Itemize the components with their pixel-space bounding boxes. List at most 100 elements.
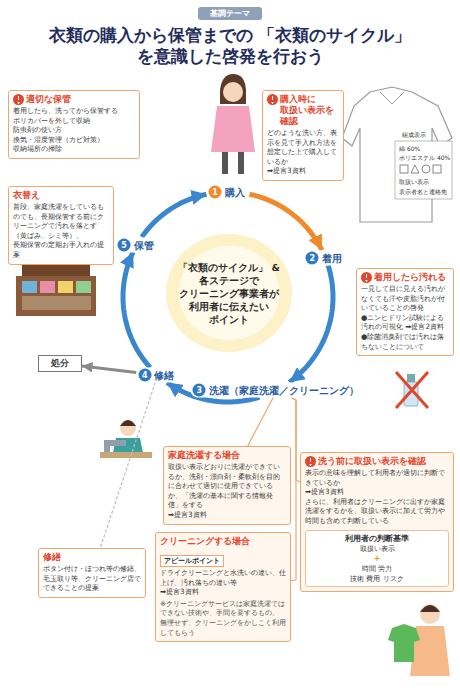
box-text: 表示の意味を理解して利用者が適切に判断できているか (305, 468, 449, 487)
cross-mark (396, 372, 428, 408)
criteria-item: 取扱い表示 (308, 544, 446, 554)
box-text: ➡提言3資料 (267, 166, 339, 176)
stage-number: 5 (118, 238, 131, 251)
box-text: ポリカバーを外して収納 (13, 116, 135, 126)
box-text: ドライクリーニングと水洗いの違い、仕上げ、汚れ落ちの違い等 (160, 568, 286, 587)
stage-name: 保管 (134, 238, 154, 251)
box-text: ➡提言3資料 (305, 487, 449, 497)
dispose-box: 処分 (38, 355, 82, 372)
callout-box: 着用したら汚れる一見して目に見える汚れがなくても汗や皮脂汚れが付いていることの啓… (356, 268, 454, 356)
green-shirt (388, 624, 420, 662)
cycle-arrow (123, 252, 150, 368)
label-text: 組成表示 (402, 131, 426, 139)
box-text: ●除菌消臭剤では汚れは落ちないことについて (361, 332, 449, 351)
cycle-arrow (289, 265, 333, 382)
box-heading: 購入時に 取扱い表示を確認 (267, 94, 339, 127)
label-text: ポリエステル 40% (399, 154, 450, 162)
stage-name: 購入 (225, 186, 245, 199)
folded-clothes (22, 281, 37, 293)
box-text: どのような洗い方、表示を見て手入れ方法を想定した上で購入しているか (267, 128, 339, 166)
girl-leg (238, 152, 244, 174)
center-text: 「衣類のサイクル」 & 各ステージで クリーニング事業者が 利用者に伝えたい ポ… (174, 261, 284, 326)
stage-label: 4修繕 (136, 368, 179, 383)
care-symbol (433, 165, 441, 173)
box-text: 取扱い表示どおりに洗濯ができているか、洗剤・漂白剤・柔軟剤を目的に合わせて適切に… (168, 462, 286, 510)
folded-clothes (76, 281, 91, 293)
criteria-item: 時間 労力 (308, 564, 446, 574)
trunk-body (16, 276, 96, 316)
stage-number: 1 (209, 186, 222, 199)
box-text: 一見して目に見える汚れがなくても汗や皮脂汚れが付いていることの啓発 (361, 284, 449, 313)
sewer-hair (120, 420, 136, 426)
girl-hair (220, 74, 246, 104)
center-circle: 「衣類のサイクル」 & 各ステージで クリーニング事業者が 利用者に伝えたい ポ… (166, 234, 292, 352)
label-text: 綿 60% (399, 145, 420, 153)
stage-number: 2 (306, 251, 319, 264)
criteria-item: 技術 費用 リスク (308, 574, 446, 584)
label-text: 表示者名と連絡先 (399, 188, 447, 196)
box-heading: 家庭洗濯する場合 (168, 450, 286, 461)
label-text: 取扱い表示 (399, 178, 429, 186)
box-text: 防虫剤の使い方 (13, 125, 135, 135)
callout-box: 適切な保管着用したら、洗ってから保管するポリカバーを外して収納防虫剤の使い方換気… (8, 90, 140, 159)
cycle-arrow (250, 194, 322, 250)
tag-text: アピールポイント (164, 556, 220, 566)
box-text: 長期保管の定期お手入れの提案 (13, 240, 109, 259)
box-text: 普段、家庭洗濯をしているものでも、長期保管する前にクリーニングで汚れを落とす（黄… (13, 202, 109, 240)
callout-box: 衣替え普段、家庭洗濯をしているものでも、長期保管する前にクリーニングで汚れを落と… (8, 186, 114, 265)
stage-label: 3洗濯（家庭洗濯／クリーニング） (191, 382, 364, 397)
box-text: ※クリーニングサービスは家庭洗濯ではできない技術や、手間を要するもの。 無理せず… (160, 599, 286, 637)
callout-box: 修繕ボタン付け・ほつれ等の修繕、毛玉取り等、クリーニング店でできることの提案 (38, 548, 146, 598)
cycle-arrow (142, 194, 207, 237)
box-text: さらに、利用者はクリーニングに出すか家庭洗濯をするかを、取扱い表示に加えて労力や… (305, 497, 449, 526)
stage-name: 洗濯（家庭洗濯／クリーニング） (209, 383, 359, 396)
box-text: ボタン付け・ほつれ等の修繕、毛玉取り等、クリーニング店でできることの提案 (43, 564, 141, 593)
stage-label: 2着用 (304, 250, 347, 265)
criteria-box: 利用者の判断基準取扱い表示+時間 労力技術 費用 リスク (305, 530, 449, 587)
leader-line (291, 397, 300, 482)
box-heading: 修繕 (43, 552, 141, 563)
leader-line (291, 397, 296, 580)
stage-label: 1購入 (207, 185, 250, 200)
person-face (420, 604, 440, 624)
stage-name: 着用 (322, 251, 342, 264)
box-text: ●ニンヒドリン試験による汚れの可視化 ➡提言2資料 (361, 313, 449, 332)
folded-clothes (58, 281, 73, 293)
shirt-collar (380, 92, 404, 104)
box-text: 処分 (39, 357, 81, 370)
theme-badge: 基調テーマ (198, 7, 262, 20)
appeal-tag: アピールポイント (160, 555, 224, 567)
spray-head (407, 374, 415, 382)
diagram-title: 衣類の購入から保管までの 「衣類のサイクル」を意識した啓発を行おう (10, 25, 450, 67)
callout-box: クリーニングする場合アピールポイントドライクリーニングと水洗いの違い、仕上げ、汚… (155, 532, 291, 642)
care-symbol (400, 165, 408, 173)
stage-number: 4 (138, 369, 151, 382)
care-symbol (422, 165, 430, 173)
folded-clothes (22, 296, 91, 310)
girl-face (223, 82, 243, 102)
box-heading: 衣替え (13, 190, 109, 201)
stage-label: 5保管 (116, 237, 159, 252)
box-heading: 適切な保管 (13, 94, 135, 105)
callout-box: 家庭洗濯する場合取扱い表示どおりに洗濯ができているか、洗剤・漂白剤・柔軟剤を目的… (163, 446, 291, 525)
leader-line (248, 397, 274, 446)
care-symbol (411, 165, 419, 173)
callout-box: 購入時に 取扱い表示を確認どのような洗い方、表示を見て手入れ方法を想定した上で購… (262, 90, 344, 181)
badge-text: 基調テーマ (198, 8, 262, 19)
box-heading: クリーニングする場合 (160, 536, 286, 547)
sewing-table (100, 452, 152, 458)
box-heading: 着用したら汚れる (361, 272, 449, 283)
box-text: ➡提言3資料 (168, 510, 286, 520)
criteria-heading: 利用者の判断基準 (308, 533, 446, 544)
girl-leg (222, 152, 228, 174)
sewer-face (120, 420, 136, 436)
shirt-outline (342, 87, 452, 222)
sewing-machine (104, 440, 126, 452)
box-text: ➡提言3資料 (160, 587, 286, 597)
box-text: 着用したら、洗ってから保管する (13, 106, 135, 116)
care-label (395, 141, 452, 199)
girl-body (211, 106, 255, 152)
folded-clothes (40, 281, 55, 293)
circle-glow (166, 234, 292, 352)
box-text: 収納場所の掃除 (13, 144, 135, 154)
